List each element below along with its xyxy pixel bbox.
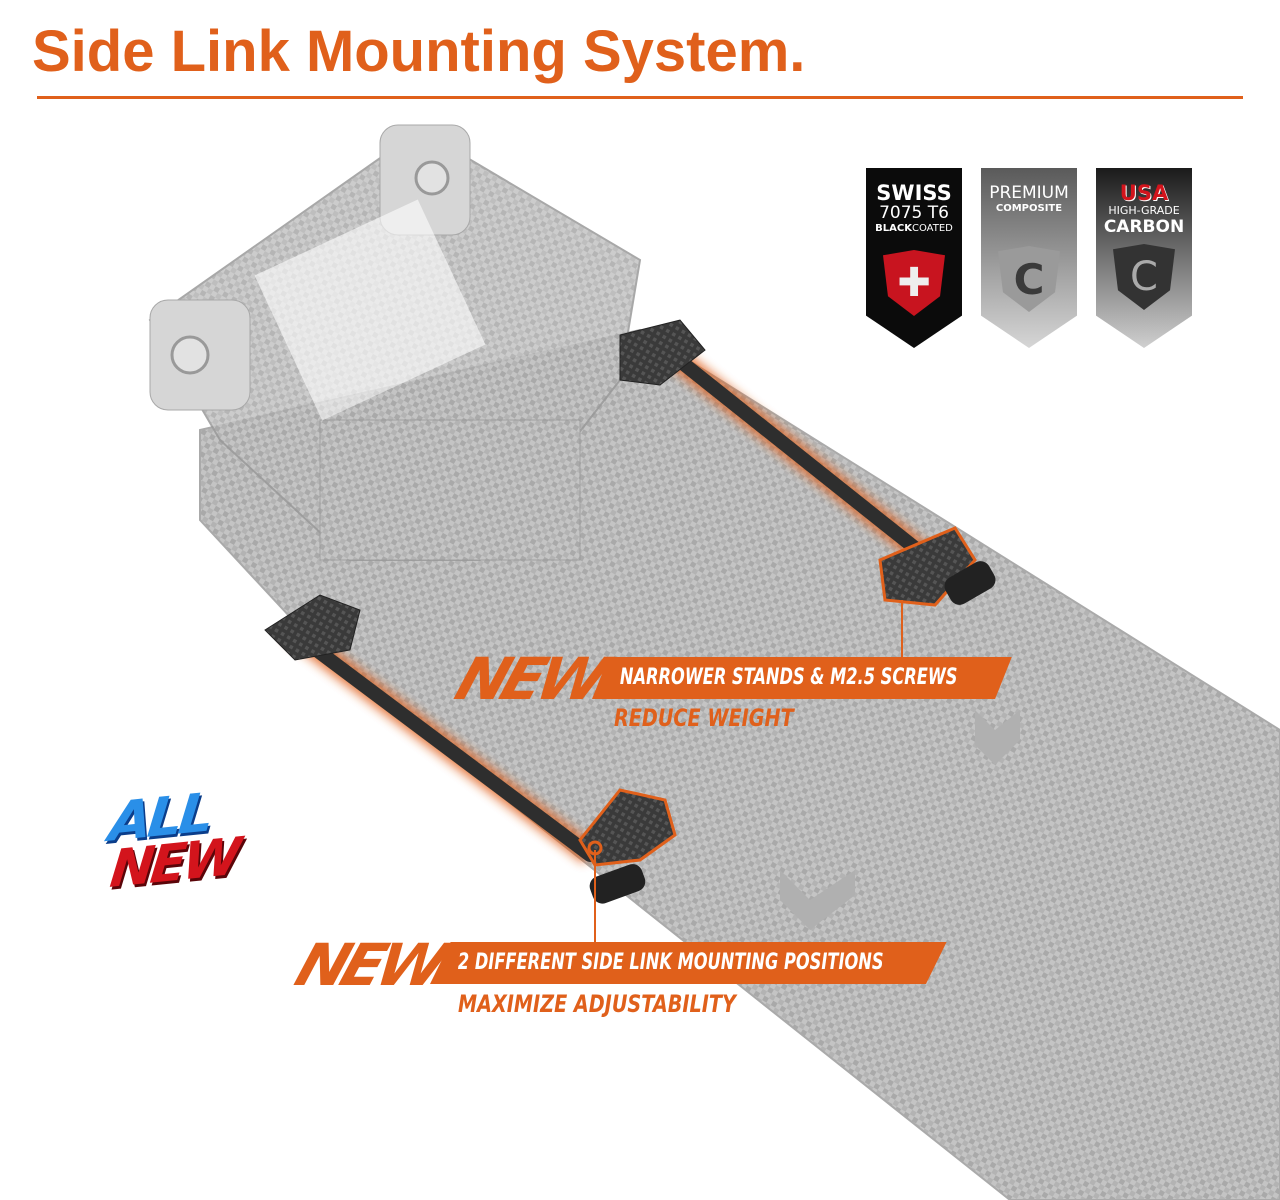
new-mark-2: NEW xyxy=(287,931,451,999)
callout-sub-2: MAXIMIZE ADJUSTABILITY xyxy=(458,990,736,1018)
title-divider xyxy=(37,96,1243,99)
composite-c-shield-icon: C xyxy=(998,246,1060,312)
callout-headline-1: NARROWER STANDS & M2.5 SCREWS xyxy=(592,657,1012,699)
front-assembly xyxy=(148,124,642,561)
new-mark-1: NEW xyxy=(447,645,611,713)
page-title: Side Link Mounting System. xyxy=(32,19,806,84)
badge-swiss-aluminium: SWISS 7075 T6 BLACKCOATED ✚ xyxy=(866,168,962,348)
all-new-stamp: ALL NEW xyxy=(106,780,241,900)
side-link-rear xyxy=(619,319,996,607)
callout-headline-2: 2 DIFFERENT SIDE LINK MOUNTING POSITIONS xyxy=(430,942,947,984)
carbon-c-shield-icon: C xyxy=(1113,244,1175,310)
badge-usa-carbon: USA HIGH-GRADE CARBON C xyxy=(1096,168,1192,348)
side-link-front xyxy=(264,594,677,904)
badge-premium-composite: PREMIUM COMPOSITE C xyxy=(981,168,1077,348)
callout-sub-1: REDUCE WEIGHT xyxy=(614,704,794,732)
swiss-cross-shield-icon: ✚ xyxy=(883,250,945,316)
